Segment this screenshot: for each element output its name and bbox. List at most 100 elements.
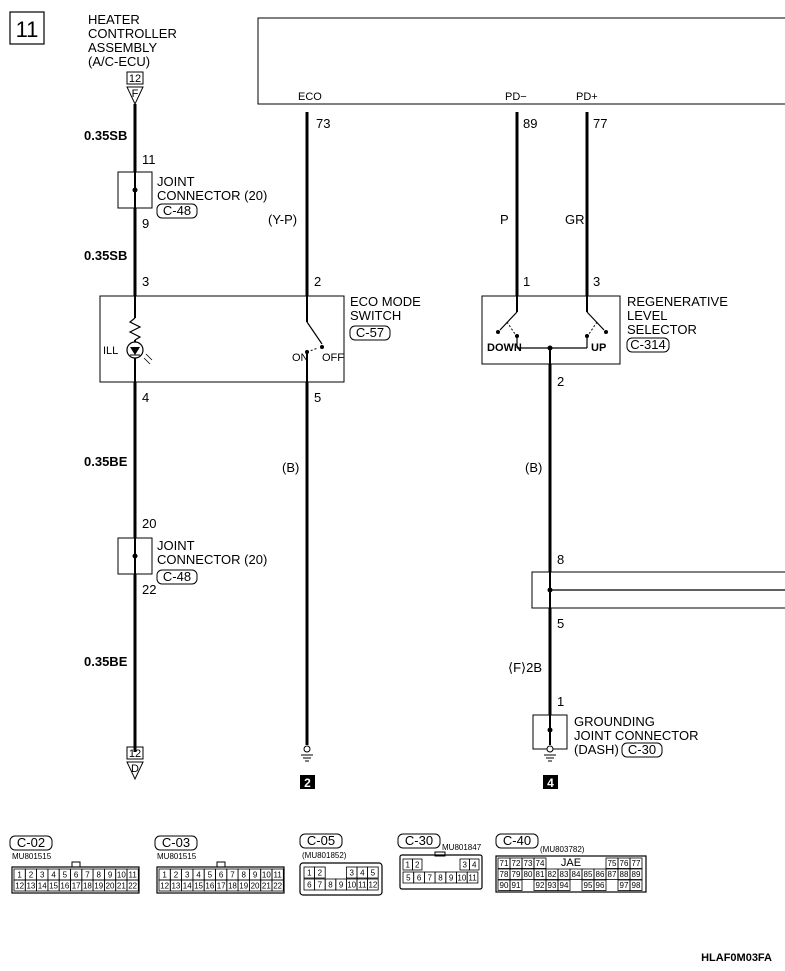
connector-c40-pin-number: 88 bbox=[620, 870, 629, 879]
regen-title-2: LEVEL bbox=[627, 308, 667, 323]
eco-switch-title-2: SWITCH bbox=[350, 308, 401, 323]
eco-on-label: ON bbox=[292, 352, 309, 364]
joint-connector-1-code: C-48 bbox=[163, 203, 191, 218]
joint-connector-2-code: C-48 bbox=[163, 569, 191, 584]
connector-c40-pin-cell bbox=[629, 879, 643, 891]
connector-c03-pin-number: 14 bbox=[183, 882, 192, 891]
connector-c02-pin-number: 2 bbox=[29, 871, 34, 880]
left-wire-label-3: 0.35BE bbox=[84, 454, 128, 469]
ecu-signal-pd-minus: PD− bbox=[505, 91, 527, 103]
connector-c40-pin-number: 89 bbox=[632, 870, 641, 879]
connector-c40-pin-cell bbox=[593, 879, 607, 891]
connector-c03-pin-number: 16 bbox=[205, 882, 214, 891]
connector-c30-pin-number: 3 bbox=[463, 861, 468, 870]
connector-c30-pin-number: 9 bbox=[449, 874, 454, 883]
connector-c02-pin-number: 9 bbox=[108, 871, 113, 880]
left-pin-22: 22 bbox=[142, 582, 156, 597]
connector-c05-pin-number: 7 bbox=[318, 881, 323, 890]
heater-title-line-4: (A/C-ECU) bbox=[88, 54, 150, 69]
connector-c03-pin-number: 15 bbox=[194, 882, 203, 891]
left-pin-9: 9 bbox=[142, 216, 149, 231]
connector-c40-pin-number: 81 bbox=[536, 870, 545, 879]
connector-c02-pin-number: 16 bbox=[60, 882, 69, 891]
joint-connector-2-code-box bbox=[156, 569, 198, 585]
regen-title-3: SELECTOR bbox=[627, 322, 697, 337]
heater-connector-num-box bbox=[126, 71, 144, 85]
regen-pin-1: 1 bbox=[523, 274, 530, 289]
grounding-ref: 4 bbox=[547, 776, 554, 790]
connector-c40-pin-number: 76 bbox=[620, 859, 629, 868]
connector-c05-pin-cell bbox=[367, 866, 379, 879]
regen-pin-2: 2 bbox=[557, 374, 564, 389]
heater-title-line-3: ASSEMBLY bbox=[88, 40, 157, 55]
regen-pin-8: 8 bbox=[557, 552, 564, 567]
connector-c03-pin-number: 4 bbox=[196, 871, 201, 880]
ecu-box bbox=[257, 17, 785, 105]
connector-c05-pin-number: 8 bbox=[328, 881, 333, 890]
connector-c40-pin-number: 84 bbox=[572, 870, 581, 879]
left-pin-4: 4 bbox=[142, 390, 149, 405]
grounding-title-2: JOINT CONNECTOR bbox=[574, 728, 698, 743]
connector-c40-pin-number: 79 bbox=[512, 870, 521, 879]
connector-c30-part: MU801847 bbox=[442, 843, 482, 852]
connector-c40-pin-cell bbox=[629, 868, 643, 880]
connector-c03-pin-number: 13 bbox=[171, 882, 180, 891]
connector-c05-pin-number: 2 bbox=[318, 869, 323, 878]
connector-c03-pin-number: 22 bbox=[273, 882, 282, 891]
regen-up-switch-icon bbox=[586, 311, 605, 331]
connector-c30-code: C-30 bbox=[405, 833, 433, 848]
connector-c03-pin-number: 3 bbox=[185, 871, 190, 880]
connector-c03-pin-number: 20 bbox=[251, 882, 260, 891]
connector-c40-pin-number: 74 bbox=[536, 859, 545, 868]
connector-c03-pin-number: 21 bbox=[262, 882, 271, 891]
joint-connector-2-line-2: CONNECTOR (20) bbox=[157, 552, 267, 567]
connector-c30-pin-number: 10 bbox=[457, 874, 466, 883]
eco-switch-code-box bbox=[349, 325, 391, 341]
connector-c03-pin-number: 11 bbox=[273, 871, 282, 880]
connector-c03-pin-number: 6 bbox=[219, 871, 224, 880]
left-wire-label-1: 0.35SB bbox=[84, 128, 127, 143]
eco-pin-5: 5 bbox=[314, 390, 321, 405]
connector-c05-pin-cell bbox=[367, 878, 379, 891]
connector-c40-pin-cell bbox=[557, 879, 571, 891]
connector-c03-pin-number: 8 bbox=[242, 871, 247, 880]
connector-c03-pin-number: 9 bbox=[253, 871, 258, 880]
eco-switch-title-1: ECO MODE bbox=[350, 294, 421, 309]
connector-c40-pin-number: 75 bbox=[608, 859, 617, 868]
connector-c02-pin-number: 7 bbox=[85, 871, 90, 880]
connector-c05-pin-number: 3 bbox=[349, 869, 354, 878]
page-number-box bbox=[9, 11, 45, 45]
regen-pin-89: 89 bbox=[523, 116, 537, 131]
connector-c02-pin-number: 21 bbox=[117, 882, 126, 891]
eco-switch-contact-icon bbox=[306, 321, 323, 345]
connector-c03-code: C-03 bbox=[162, 835, 190, 850]
connector-c05-part: (MU801852) bbox=[302, 851, 347, 860]
connector-c03-part: MU801515 bbox=[157, 852, 197, 861]
connector-c30-pin-number: 4 bbox=[472, 861, 477, 870]
connector-c40-pin-cell bbox=[533, 857, 547, 869]
connector-c40-pin-number: 96 bbox=[596, 881, 605, 890]
grounding-code-box bbox=[621, 742, 663, 758]
connector-c40-pin-number: 92 bbox=[536, 881, 545, 890]
left-pin-3: 3 bbox=[142, 274, 149, 289]
connector-c03-pin-number: 18 bbox=[228, 882, 237, 891]
regen-down-label: DOWN bbox=[487, 342, 522, 354]
left-wire-label-2: 0.35SB bbox=[84, 248, 127, 263]
eco-ground-icon bbox=[303, 745, 311, 753]
connector-c02-pin-number: 11 bbox=[128, 871, 137, 880]
grounding-title-1: GROUNDING bbox=[574, 714, 655, 729]
connector-c40-pin-number: 95 bbox=[584, 881, 593, 890]
connector-c40-pin-number: 77 bbox=[632, 859, 641, 868]
connector-c03-pin-number: 17 bbox=[217, 882, 226, 891]
connector-c30-pin-cell bbox=[412, 858, 423, 871]
heater-connector-num: 12 bbox=[129, 73, 141, 85]
connector-c03-pin-number: 12 bbox=[160, 882, 169, 891]
connector-c30-pin-number: 5 bbox=[406, 874, 411, 883]
connector-c40-pin-number: 91 bbox=[512, 881, 521, 890]
connector-c40-pin-number: 93 bbox=[548, 881, 557, 890]
regen-wire-2b: ⟨F⟩2B bbox=[508, 660, 542, 675]
heater-title-line-2: CONTROLLER bbox=[88, 26, 177, 41]
